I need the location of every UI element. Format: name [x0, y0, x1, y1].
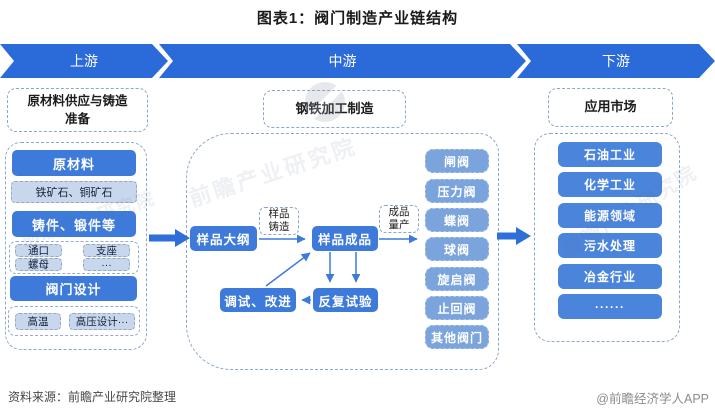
midstream-container	[186, 133, 499, 370]
sample-casting-label: 样品铸造	[259, 207, 299, 235]
valve-design-node: 阀门设计	[10, 276, 137, 301]
mass-production-label: 成品量产	[379, 205, 419, 233]
debug-improve-node: 调试、改进	[220, 288, 296, 312]
casting-item: 通口	[15, 244, 62, 257]
valve-type-item: 其他阀门	[425, 325, 489, 349]
market-item: 石油工业	[558, 142, 662, 167]
repeat-test-node: 反复试验	[313, 288, 378, 312]
market-item: 能源领域	[558, 203, 662, 228]
banner-label-upstream: 上游	[70, 53, 98, 69]
design-item: 高温	[15, 313, 61, 330]
design-item: 高压设计···	[69, 313, 135, 330]
midstream-to-downstream-arrow	[497, 227, 531, 245]
banner-segment-upstream: 上游	[0, 44, 168, 78]
market-item: 化学工业	[558, 172, 662, 197]
valve-type-item: 蝶阀	[425, 208, 489, 232]
banner-segment-midstream: 中游	[159, 44, 526, 78]
source-note: 资料来源：前瞻产业研究院整理	[8, 390, 177, 404]
market-item: 污水处理	[558, 233, 662, 258]
banner-label-midstream: 中游	[328, 53, 357, 69]
banner-label-downstream: 下游	[602, 53, 630, 69]
upstream-to-midstream-arrow	[149, 229, 190, 247]
midstream-header: 钢铁加工制造	[263, 90, 406, 128]
downstream-container	[534, 133, 680, 342]
castings-items-container	[9, 241, 139, 274]
valve-type-item: 旋启阀	[425, 267, 489, 291]
casting-item: 支座	[83, 244, 130, 257]
sample-outline-node: 样品大纲	[190, 226, 257, 251]
downstream-header: 应用市场	[548, 88, 673, 127]
casting-item: 螺母	[15, 258, 62, 271]
upstream-header: 原材料供应与铸造准备	[7, 88, 148, 132]
valve-type-item: 止回阀	[425, 296, 489, 320]
page-title: 图表1：阀门制造产业链结构	[256, 10, 459, 27]
market-item: ······	[558, 294, 662, 319]
valve-type-item: 闸阀	[425, 149, 489, 173]
raw-materials-item: 铁矿石、铜矿石	[11, 181, 137, 203]
sample-product-node: 样品成品	[312, 226, 378, 251]
market-item: 冶金行业	[558, 264, 662, 289]
banner-segment-downstream: 下游	[517, 44, 715, 78]
valve-type-item: 球阀	[425, 237, 489, 261]
credit-note: @前瞻经济学人APP	[596, 392, 709, 406]
casting-item: ···	[83, 258, 130, 271]
castings-node: 铸件、锻件等	[12, 211, 136, 237]
upstream-container	[5, 142, 147, 350]
design-items-container	[8, 306, 140, 336]
raw-materials-node: 原材料	[12, 150, 136, 176]
valve-type-item: 压力阀	[425, 179, 489, 203]
